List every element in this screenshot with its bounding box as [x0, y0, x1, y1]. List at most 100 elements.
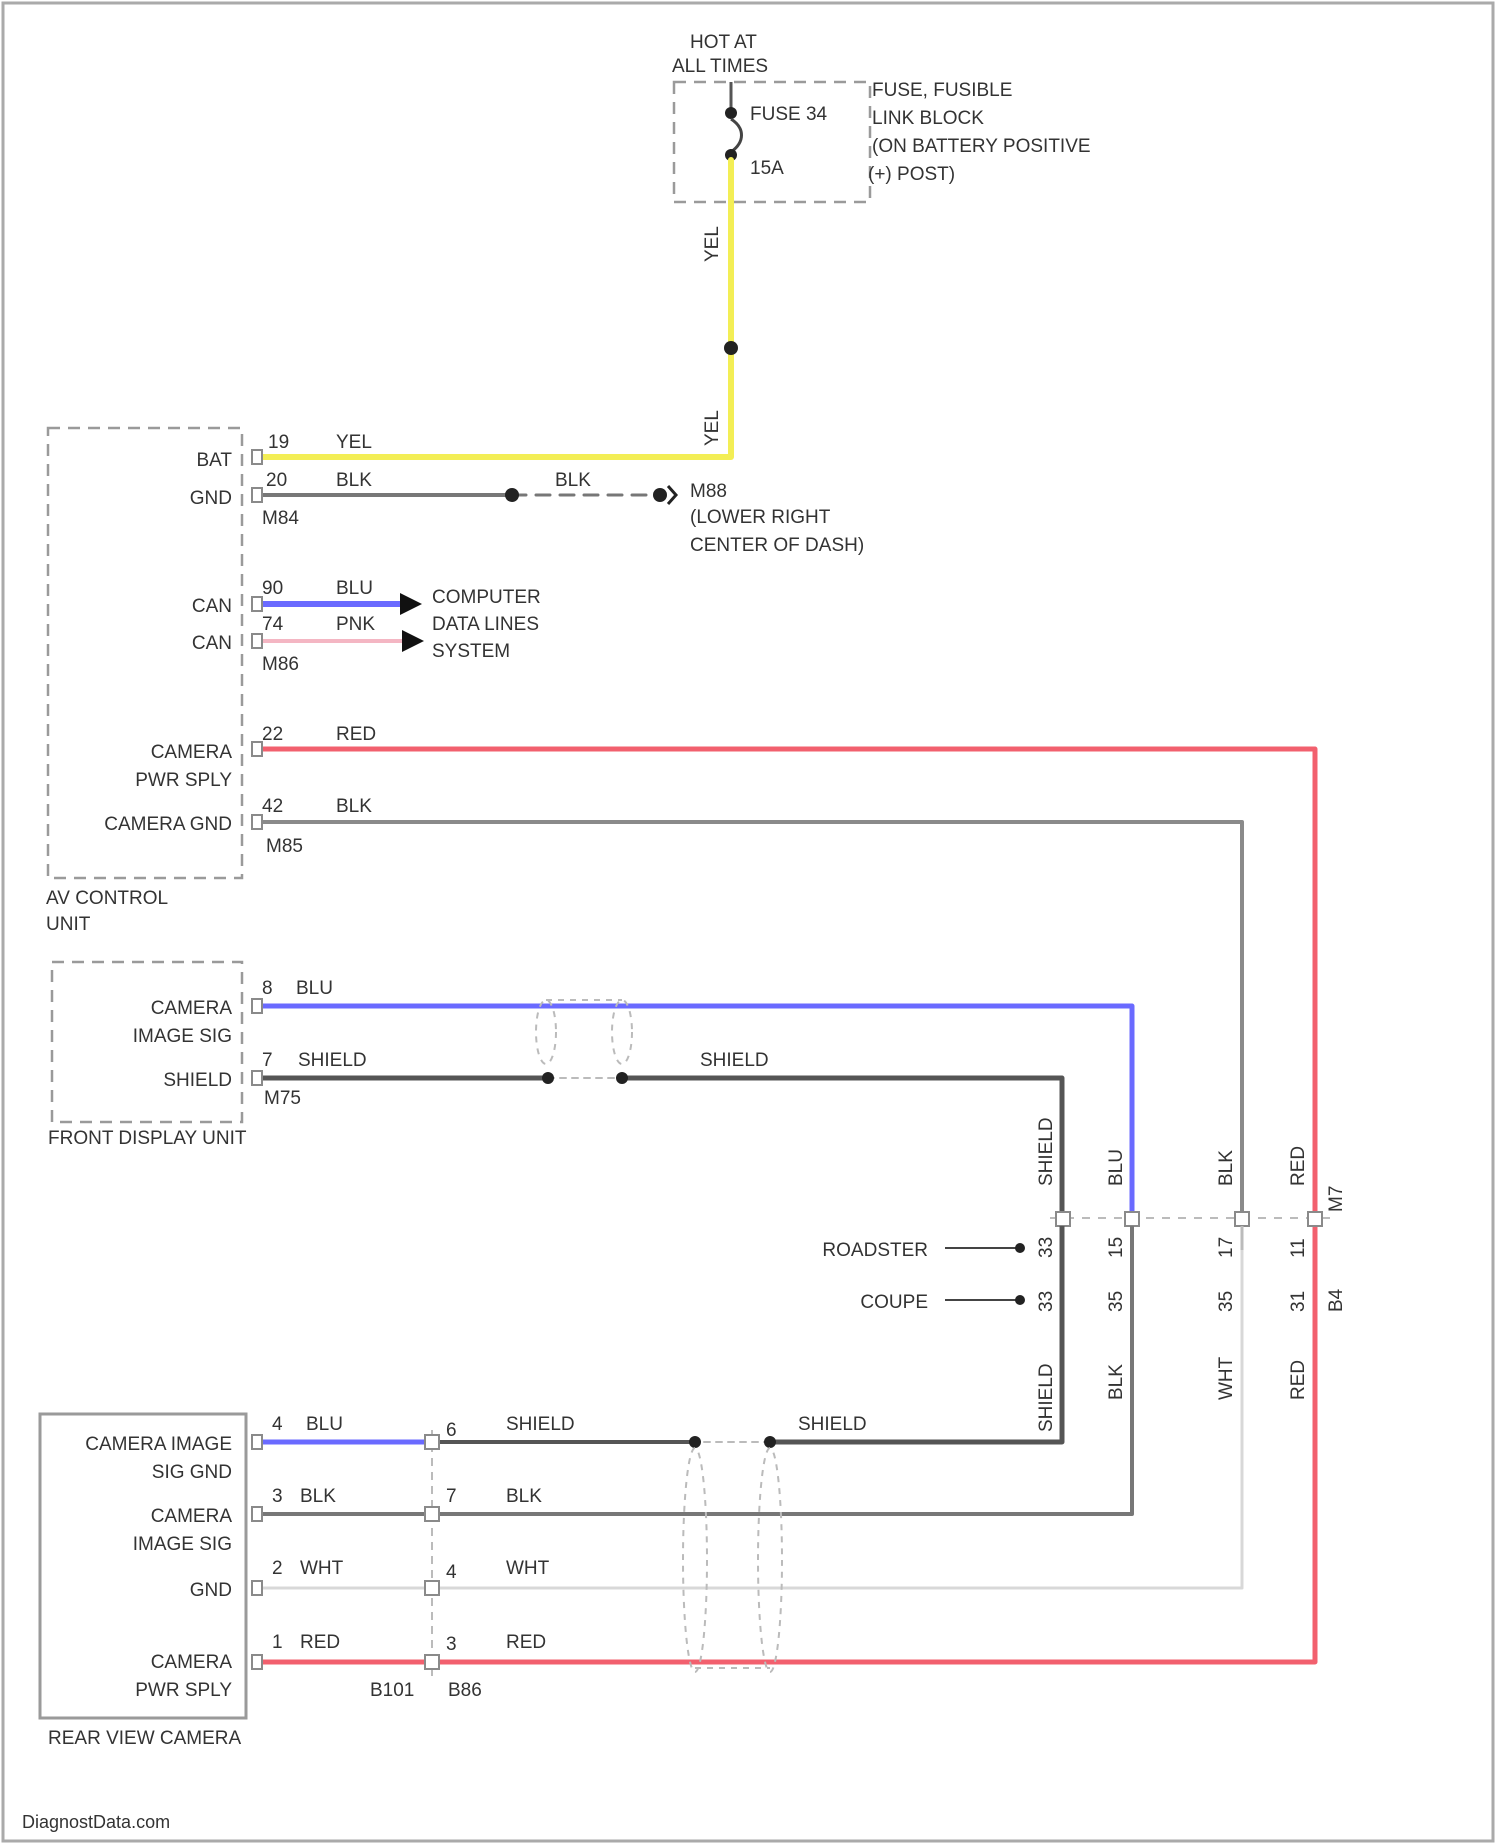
av-pin-can-h-color: BLU — [336, 578, 373, 599]
coupe-label: COUPE — [860, 1292, 928, 1313]
av-pin-gnd-num: 20 — [266, 470, 287, 491]
fuse-amps: 15A — [750, 158, 784, 179]
rvc-mid-shield-1: SHIELD — [506, 1414, 575, 1435]
av-unit-name-2: UNIT — [46, 914, 91, 935]
roadster-label: ROADSTER — [822, 1240, 928, 1261]
ground-name: M88 — [690, 481, 727, 502]
rear-conn-pin-4 — [425, 1581, 439, 1595]
rvc-pin-2-label: GND — [190, 1580, 232, 1601]
ground-point — [653, 488, 667, 502]
junction-bottom-pin-1: 33 — [1036, 1291, 1057, 1312]
shield-splice-1 — [542, 1072, 554, 1084]
av-pin-can-l-color: PNK — [336, 614, 375, 635]
junction-top-label-blu: BLU — [1106, 1149, 1127, 1186]
junction-bottom-pin-4: 31 — [1288, 1291, 1309, 1312]
pin-av-bat — [252, 450, 262, 464]
fuse-block: HOT AT ALL TIMES FUSE 34 15A FUSE, FUSIB… — [672, 32, 1091, 202]
fdu-conn-m75: M75 — [264, 1088, 301, 1109]
av-pin-cam-pwr-num: 22 — [262, 724, 283, 745]
data-lines-3: SYSTEM — [432, 641, 510, 662]
junction-pin-4 — [1308, 1212, 1322, 1226]
junction-top-label-red: RED — [1288, 1146, 1309, 1186]
junction-pin-1 — [1056, 1212, 1070, 1226]
rvc-mid-blk: BLK — [506, 1486, 542, 1507]
wire-wht-cam-gnd — [258, 1250, 1242, 1588]
rear-conn-pin-7 — [425, 1507, 439, 1521]
av-pin-bat-color: YEL — [336, 432, 372, 453]
pin-fdu-img-sig — [252, 999, 262, 1013]
fdu-pin-img-sig-label-2: IMAGE SIG — [133, 1026, 232, 1047]
ground-wire-color: BLK — [555, 470, 591, 491]
rvc-mid-red: RED — [506, 1632, 546, 1653]
rvc-pin-4-label-1: CAMERA IMAGE — [85, 1434, 232, 1455]
av-conn-m86: M86 — [262, 654, 299, 675]
fuse-name: FUSE 34 — [750, 104, 828, 125]
wire-yel-bat — [258, 160, 731, 457]
rvc-pin-3-num: 3 — [272, 1486, 283, 1507]
shield-rear-oval-1 — [683, 1448, 707, 1672]
ground-loc-2: CENTER OF DASH) — [690, 535, 864, 556]
rvc-conn-b86: B86 — [448, 1680, 482, 1701]
pin-av-cam-pwr — [252, 742, 262, 756]
arrow-can-l — [402, 630, 424, 652]
fuse-block-outline — [674, 82, 870, 202]
junction-bottom-label-wht: WHT — [1216, 1356, 1237, 1400]
junction-top-pin-2: 15 — [1106, 1237, 1127, 1258]
rvc-name: REAR VIEW CAMERA — [48, 1728, 242, 1749]
wire-blu-img-sig — [258, 1006, 1132, 1216]
junction-bottom-label-shield: SHIELD — [1036, 1363, 1057, 1432]
junction-conn-b4: B4 — [1326, 1288, 1347, 1312]
junction-top-label-shield: SHIELD — [1036, 1117, 1057, 1186]
shield-oval-2 — [612, 1000, 632, 1064]
data-lines-2: DATA LINES — [432, 614, 539, 635]
roadster-arrow-dot — [1015, 1243, 1025, 1253]
shield-rear-oval-2 — [758, 1448, 782, 1672]
av-pin-cam-gnd-color: BLK — [336, 796, 372, 817]
ground-symbol — [668, 486, 676, 504]
wire-red-cam-pwr — [258, 749, 1315, 1662]
rvc-pin-2-color: WHT — [300, 1558, 344, 1579]
fuse-block-label-1: FUSE, FUSIBLE — [872, 80, 1012, 101]
rear-conn-pin-6 — [425, 1435, 439, 1449]
rvc-pin-1-label-1: CAMERA — [151, 1652, 233, 1673]
splice-gnd — [505, 488, 519, 502]
rvc-pin-4-num: 4 — [272, 1414, 283, 1435]
junction-conn-m7: M7 — [1326, 1186, 1347, 1212]
junction-top-pin-4: 11 — [1288, 1238, 1309, 1258]
av-pin-can-h-label: CAN — [192, 596, 232, 617]
fuse-block-label-2: LINK BLOCK — [872, 108, 984, 129]
rvc-pin-1-color: RED — [300, 1632, 340, 1653]
rvc-pin-1-num: 1 — [272, 1632, 283, 1653]
wire-blk-cam-gnd — [258, 822, 1242, 1216]
pin-av-can-h — [252, 597, 262, 611]
wire-shield-front-right — [622, 1078, 1062, 1216]
av-pin-can-h-num: 90 — [262, 578, 283, 599]
fuse-element — [731, 119, 742, 152]
fdu-pin-img-sig-label-1: CAMERA — [151, 998, 233, 1019]
rvc-mid-shield-2: SHIELD — [798, 1414, 867, 1435]
shield-rear-splice-1 — [689, 1436, 701, 1448]
fdu-name: FRONT DISPLAY UNIT — [48, 1128, 247, 1149]
hot-label-1: HOT AT — [690, 32, 757, 53]
rvc-pin-4-color: BLU — [306, 1414, 343, 1435]
fuse-terminal-top — [725, 107, 737, 119]
junction-top-pin-1: 33 — [1036, 1237, 1057, 1258]
rvc-mid-pin-3: 3 — [446, 1634, 457, 1655]
av-pin-cam-gnd-label: CAMERA GND — [104, 814, 232, 835]
page-border — [3, 3, 1493, 1841]
fdu-right-shield-label: SHIELD — [700, 1050, 769, 1071]
rvc-pin-3-color: BLK — [300, 1486, 336, 1507]
av-pin-can-l-label: CAN — [192, 633, 232, 654]
rvc-mid-pin-4: 4 — [446, 1562, 457, 1583]
shield-rear-splice-2 — [764, 1436, 776, 1448]
rvc-pin-2-num: 2 — [272, 1558, 283, 1579]
splice-yel — [724, 341, 738, 355]
coupe-arrow-dot — [1015, 1295, 1025, 1305]
rear-conn-pin-3 — [425, 1655, 439, 1669]
rvc-mid-wht: WHT — [506, 1558, 550, 1579]
junction-pin-2 — [1125, 1212, 1139, 1226]
pin-rvc-3 — [252, 1507, 262, 1521]
fdu-pin-shield-label: SHIELD — [163, 1070, 232, 1091]
ground-loc-1: (LOWER RIGHT — [690, 507, 831, 528]
